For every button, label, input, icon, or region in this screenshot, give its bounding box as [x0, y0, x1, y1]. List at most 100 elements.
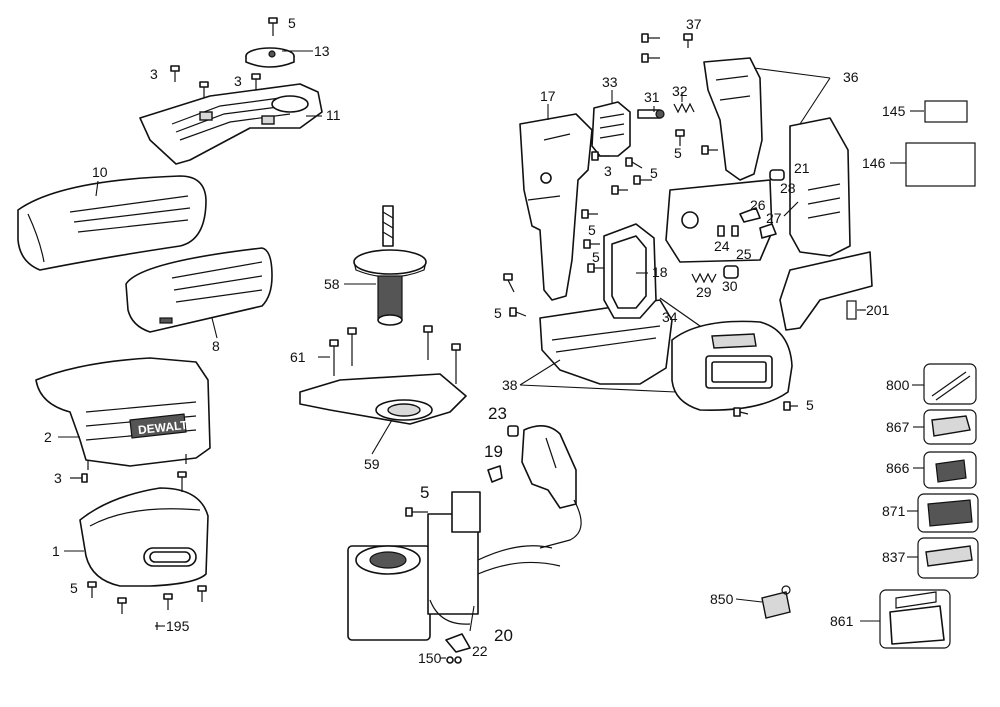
label-5: 5	[70, 580, 78, 596]
label-36: 36	[843, 69, 859, 85]
screw-icon	[503, 273, 515, 293]
label-850: 850	[710, 591, 734, 607]
part-18-handle-frame	[603, 223, 657, 319]
screw-icon	[70, 473, 88, 483]
label-58: 58	[324, 276, 340, 292]
screw-icon	[701, 145, 718, 155]
screw-icon	[611, 185, 628, 195]
label-145: 145	[882, 103, 906, 119]
part-58-armature-gear	[353, 205, 427, 326]
label-59: 59	[364, 456, 380, 472]
part-146-label-box	[905, 142, 976, 187]
screw-icon	[117, 597, 127, 614]
label-11: 11	[326, 107, 341, 123]
part-861-case-icon	[879, 589, 951, 649]
label-32: 32	[672, 83, 688, 99]
part-34-rod	[659, 297, 701, 327]
label-871: 871	[882, 503, 906, 519]
label-146: 146	[862, 155, 886, 171]
part-1-lower-housing	[79, 487, 209, 587]
label-5: 5	[588, 222, 596, 238]
screw-icon	[675, 129, 685, 146]
label-5: 5	[420, 483, 429, 502]
label-33: 33	[602, 74, 618, 90]
label-13: 13	[314, 43, 330, 59]
label-19: 19	[484, 442, 503, 461]
screw-icon	[347, 327, 357, 366]
screw-icon	[641, 53, 660, 63]
part-59-gear-plate	[299, 373, 467, 425]
part-19-clip	[487, 465, 503, 483]
part-labels: 5 13 3 3 11 10 8 2 3 1 5 195 58 61 59 23…	[44, 15, 910, 666]
label-5: 5	[288, 15, 296, 31]
part-871-charger-icon	[917, 493, 979, 533]
part-61-long-screws	[329, 325, 461, 384]
label-29: 29	[696, 284, 712, 300]
part-201-label-box	[846, 300, 857, 320]
label-5: 5	[650, 165, 658, 181]
part-866-battery-icon	[923, 451, 977, 489]
label-2: 2	[44, 429, 52, 445]
part-800-bit-icon	[923, 363, 977, 405]
label-150: 150	[418, 650, 442, 666]
label-30: 30	[722, 278, 738, 294]
label-861: 861	[830, 613, 854, 629]
label-20: 20	[494, 626, 513, 645]
part-17-housing-half	[519, 113, 593, 301]
label-23: 23	[488, 404, 507, 423]
part-2-gear-housing: DEWALT	[35, 357, 211, 470]
screw-icon	[625, 157, 643, 169]
label-18: 18	[652, 264, 668, 280]
screw-icon	[87, 581, 97, 598]
screw-icon	[251, 73, 261, 90]
part-8-side-cover	[125, 247, 273, 333]
label-195: 195	[166, 618, 190, 634]
screw-icon	[423, 325, 433, 360]
screw-icon	[329, 339, 339, 376]
screw-icon	[587, 263, 604, 273]
label-34: 34	[662, 309, 678, 325]
label-31: 31	[644, 89, 660, 105]
part-22-bracket	[445, 633, 471, 664]
part-850-bag-icon	[761, 585, 791, 619]
label-22: 22	[472, 643, 488, 659]
screws-top-cover	[170, 17, 278, 98]
label-5: 5	[494, 305, 502, 321]
brand-dewalt-label: DEWALT	[137, 418, 189, 437]
label-837: 837	[882, 549, 906, 565]
label-866: 866	[886, 460, 910, 476]
screw-icon	[197, 585, 207, 602]
screws-housing	[503, 33, 798, 417]
label-867: 867	[886, 419, 910, 435]
label-61: 61	[290, 349, 306, 365]
label-21: 21	[794, 160, 810, 176]
label-26: 26	[750, 197, 766, 213]
part-145-label-box	[924, 100, 968, 123]
part-32-spring	[673, 102, 695, 114]
screw-icon	[783, 401, 798, 411]
screw-icon	[641, 33, 660, 43]
part-31-part	[637, 109, 665, 119]
label-37: 37	[686, 16, 702, 32]
label-3: 3	[234, 73, 242, 89]
screw-icon	[633, 175, 652, 185]
screw-icon	[509, 307, 527, 317]
label-5: 5	[674, 145, 682, 161]
part-10-side-cover	[17, 175, 207, 271]
screw-icon	[583, 239, 600, 249]
screw-icon	[451, 343, 461, 384]
label-10: 10	[92, 164, 108, 180]
part-13-cap	[245, 47, 295, 68]
part-837-clip-icon	[917, 537, 979, 579]
screw-icon	[199, 81, 209, 98]
label-17: 17	[540, 88, 556, 104]
label-1: 1	[52, 543, 60, 559]
screws-lower-housing	[70, 471, 207, 630]
part-38-base	[539, 299, 793, 411]
label-38: 38	[502, 377, 518, 393]
label-8: 8	[212, 338, 220, 354]
label-5: 5	[806, 397, 814, 413]
screw-icon	[177, 471, 187, 492]
leader-lines	[58, 50, 924, 632]
